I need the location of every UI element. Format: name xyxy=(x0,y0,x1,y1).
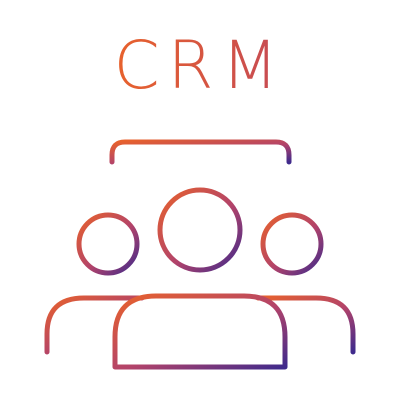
people-group-icon xyxy=(44,187,356,370)
hierarchy-bracket xyxy=(109,117,292,165)
center-person-body xyxy=(112,293,288,370)
right-person-head xyxy=(260,212,324,276)
left-person-body xyxy=(44,295,145,355)
right-person-body xyxy=(255,295,356,355)
center-person-head xyxy=(157,187,243,273)
crm-label: CRM xyxy=(114,27,287,104)
left-person-head xyxy=(76,212,140,276)
